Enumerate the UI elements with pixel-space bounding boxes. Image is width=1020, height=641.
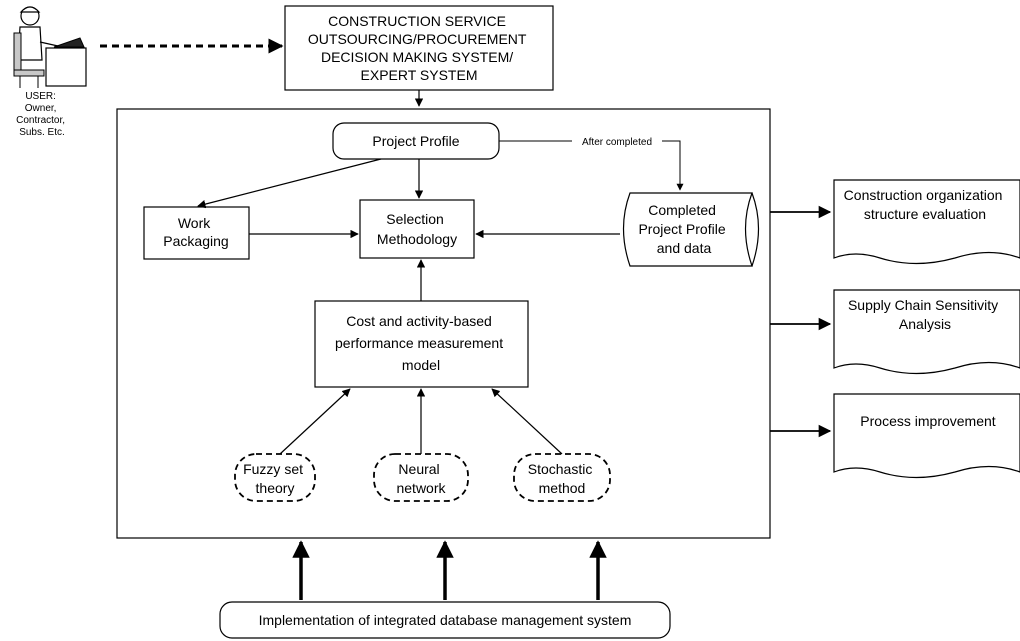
- org-structure-document: [833, 179, 1020, 265]
- work-packaging-line: Work: [178, 215, 211, 231]
- cost-model-line: model: [402, 357, 440, 373]
- completed-profile-line: Project Profile: [638, 221, 725, 237]
- stochastic-label: Stochastic method: [528, 461, 596, 496]
- cost-model-node: [314, 300, 529, 388]
- project-profile-label: Project Profile: [372, 133, 459, 149]
- cost-model-line: Cost and activity-based: [346, 313, 492, 329]
- neural-network-line: Neural: [398, 461, 439, 477]
- fuzzy-set-label: Fuzzy set theory: [243, 461, 307, 496]
- system-title-line: DECISION MAKING SYSTEM/: [321, 49, 513, 65]
- stochastic-line: method: [539, 480, 586, 496]
- stochastic-line: Stochastic: [528, 461, 593, 477]
- person-at-computer-icon: [13, 6, 87, 88]
- system-title-line: CONSTRUCTION SERVICE: [328, 13, 506, 29]
- user-label-line: Contractor,: [16, 115, 65, 126]
- user-label-line: Subs. Etc.: [19, 127, 65, 138]
- system-title-line: OUTSOURCING/PROCUREMENT: [308, 31, 527, 47]
- work-packaging-node: [143, 206, 250, 260]
- profile-to-work-packaging-arrow: [197, 158, 382, 209]
- fuzzy-to-cost-arrow: [279, 388, 351, 455]
- selection-methodology-line: Selection: [386, 211, 444, 227]
- org-structure-line: structure evaluation: [864, 206, 986, 222]
- user-label-line: Owner,: [25, 103, 57, 114]
- org-structure-label: Construction organization structure eval…: [844, 187, 1007, 222]
- fuzzy-set-node: [234, 453, 316, 502]
- completed-profile-line: and data: [657, 240, 712, 256]
- process-improvement-document: [833, 393, 1020, 479]
- work-packaging-line: Packaging: [163, 233, 228, 249]
- org-structure-line: Construction organization: [844, 187, 1003, 203]
- user-label: USER: Owner, Contractor, Subs. Etc.: [16, 91, 68, 138]
- selection-methodology-label: Selection Methodology: [377, 211, 457, 247]
- neural-network-label: Neural network: [396, 461, 446, 496]
- database-label: Implementation of integrated database ma…: [259, 612, 632, 628]
- work-packaging-label: Work Packaging: [163, 215, 228, 249]
- fuzzy-set-line: theory: [256, 480, 295, 496]
- process-improvement-label: Process improvement: [860, 413, 995, 429]
- selection-methodology-node: [359, 199, 475, 259]
- cost-model-label: Cost and activity-based performance meas…: [335, 313, 507, 373]
- after-completed-label: After completed: [582, 137, 652, 148]
- cost-model-line: performance measurement: [335, 335, 503, 351]
- selection-methodology-line: Methodology: [377, 231, 457, 247]
- fuzzy-set-line: Fuzzy set: [243, 461, 303, 477]
- supply-chain-line: Supply Chain Sensitivity: [848, 297, 998, 313]
- system-title-line: EXPERT SYSTEM: [361, 67, 478, 83]
- user-label-line: USER:: [25, 91, 56, 102]
- system-title: CONSTRUCTION SERVICE OUTSOURCING/PROCURE…: [308, 13, 530, 83]
- supply-chain-label: Supply Chain Sensitivity Analysis: [848, 297, 1002, 332]
- completed-profile-label: Completed Project Profile and data: [638, 202, 729, 256]
- completed-profile-line: Completed: [648, 202, 716, 218]
- system-box: [284, 5, 554, 91]
- stochastic-node: [513, 453, 611, 502]
- supply-chain-document: [833, 289, 1020, 375]
- database-node: [219, 601, 671, 639]
- stochastic-to-cost-arrow: [491, 388, 563, 455]
- neural-network-line: network: [396, 480, 446, 496]
- supply-chain-line: Analysis: [899, 316, 951, 332]
- after-completed-arrow: [499, 140, 684, 191]
